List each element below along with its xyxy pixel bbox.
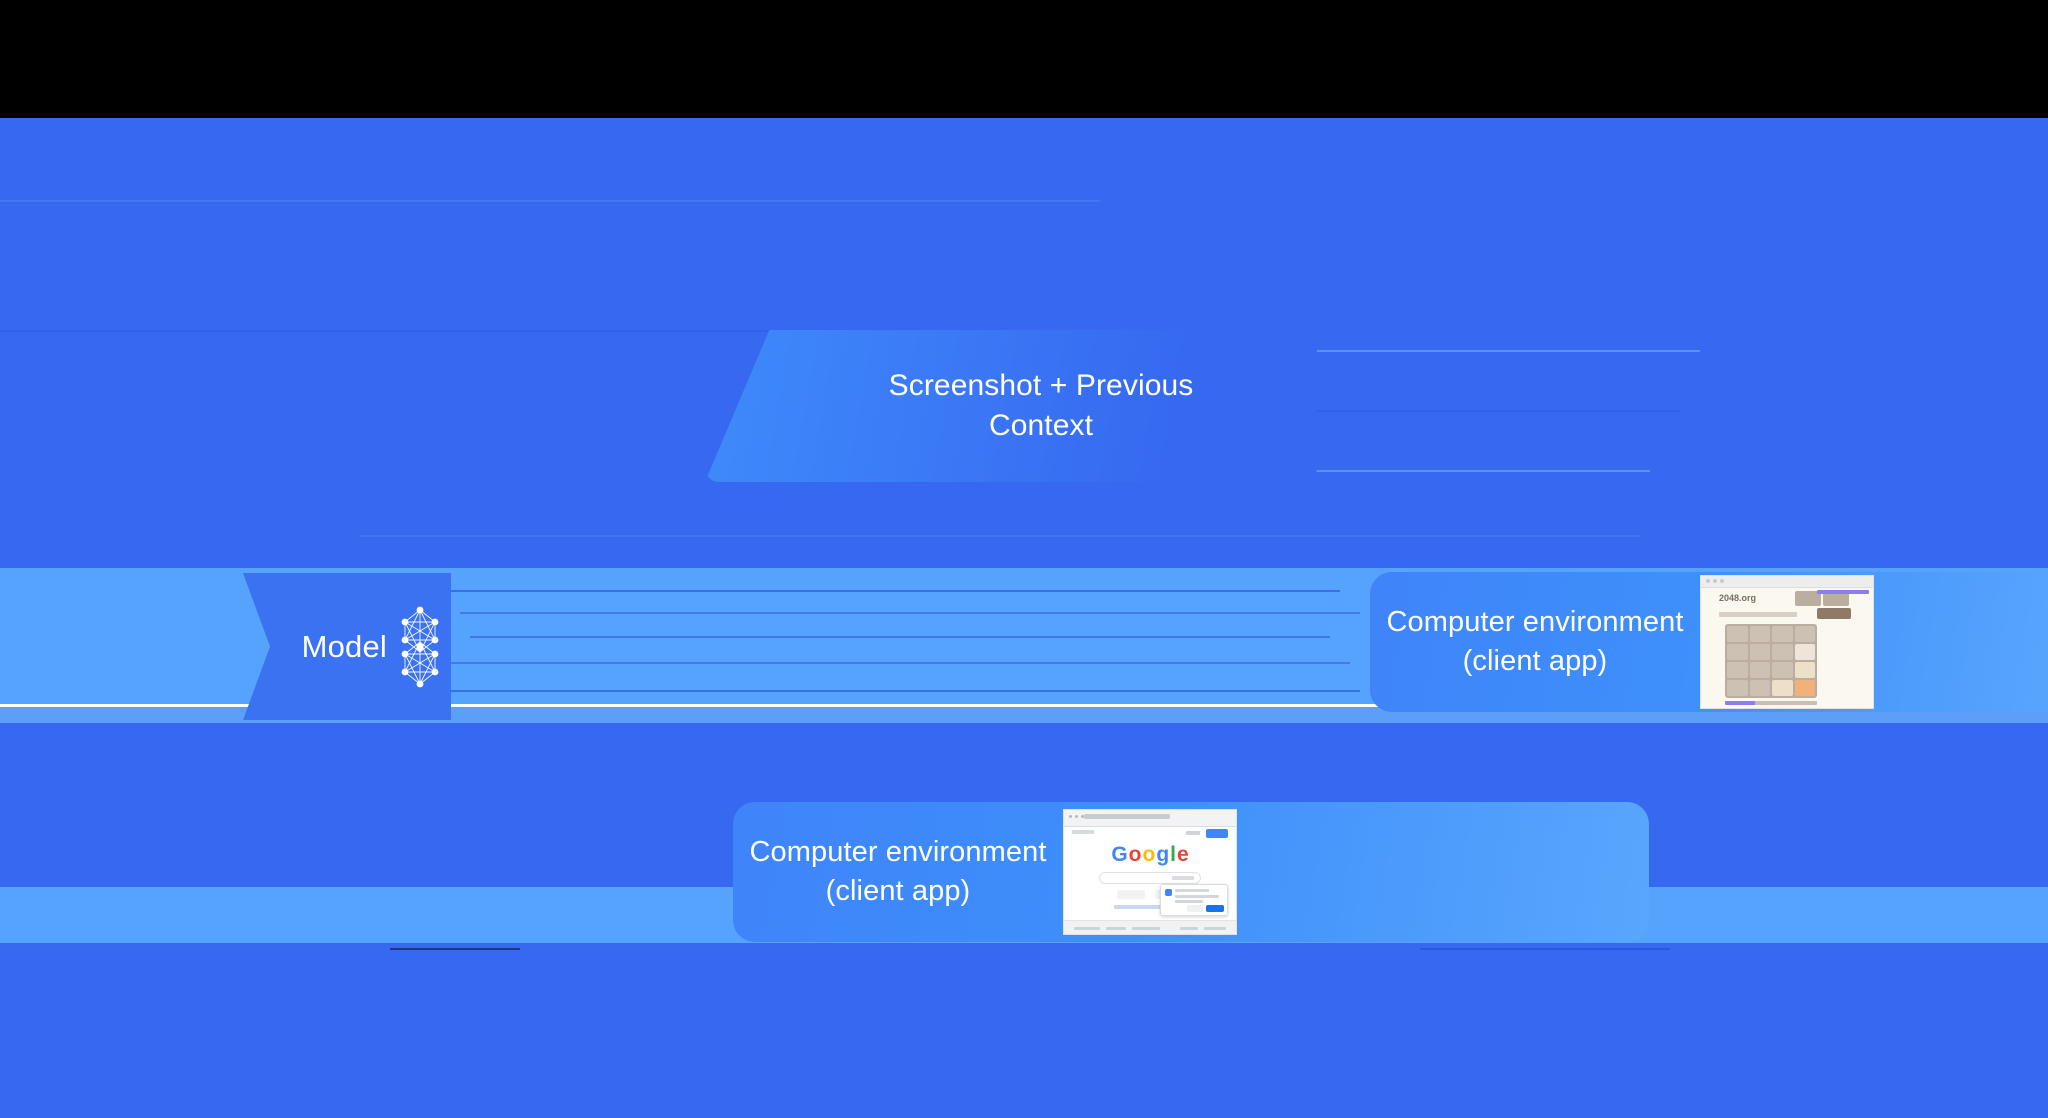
render-streak	[1420, 948, 1670, 950]
render-streak	[1300, 410, 1680, 412]
band-top-black	[0, 0, 2048, 118]
render-streak	[460, 612, 1360, 614]
node-model-label: Model	[301, 628, 387, 664]
node-computer-environment-1[interactable]: Computer environment (client app) 2048.o…	[1370, 572, 2048, 712]
render-streak	[1300, 350, 1700, 352]
band-white-divider	[0, 704, 2048, 707]
thumbnail-2048-game[interactable]: 2048.org	[1700, 575, 1874, 709]
render-streak	[1250, 470, 1650, 472]
node-screenshot-context-label: Screenshot + Previous Context	[888, 369, 1194, 442]
node-computer-environment-2-label: Computer environment (client app)	[749, 835, 1047, 907]
render-streak	[390, 948, 520, 950]
render-streak	[440, 690, 1360, 692]
render-streak	[360, 535, 1640, 537]
node-computer-environment-1-label: Computer environment (client app)	[1386, 605, 1684, 677]
render-streak	[450, 662, 1350, 664]
thumb-2048-grid	[1725, 624, 1817, 698]
neural-network-icon	[397, 604, 443, 690]
render-streak	[470, 636, 1330, 638]
node-screenshot-context[interactable]: Screenshot + Previous Context	[705, 330, 1317, 482]
render-streak	[440, 590, 1340, 592]
node-model[interactable]: Model	[243, 573, 451, 720]
render-streak	[0, 200, 1100, 202]
band-bottom	[0, 943, 2048, 1118]
thumb-2048-title: 2048.org	[1719, 593, 1757, 603]
render-streak	[0, 330, 900, 332]
